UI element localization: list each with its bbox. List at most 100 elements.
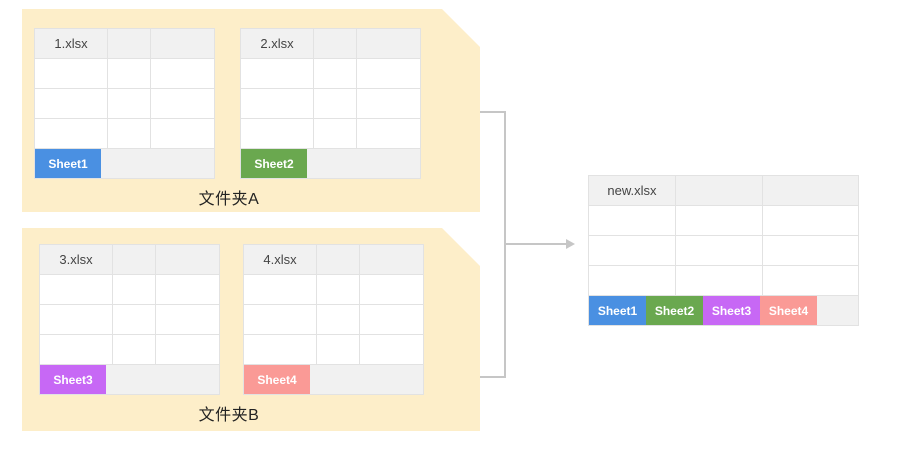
sheet-tab-bar: Sheet3: [40, 365, 219, 394]
grid-cell: [156, 245, 219, 275]
grid-cell: [241, 89, 314, 119]
grid-cell: [151, 119, 214, 149]
grid-cell: [360, 305, 423, 335]
grid-cell: [241, 119, 314, 149]
sheet-tab-sheet1[interactable]: Sheet1: [589, 296, 646, 325]
connector-to-output: [504, 243, 566, 245]
sheet-tab-bar: Sheet1 Sheet2 Sheet3 Sheet4: [589, 296, 858, 325]
grid-row: [244, 305, 423, 335]
grid-cell: [244, 275, 317, 305]
grid-row: [589, 206, 858, 236]
sheet-tab-sheet2[interactable]: Sheet2: [646, 296, 703, 325]
workbook-filename: new.xlsx: [607, 183, 657, 198]
sheet-tab-bar: Sheet4: [244, 365, 423, 394]
grid-row: [241, 89, 420, 119]
workbook-filename-cell: new.xlsx: [589, 176, 676, 206]
grid-cell: [763, 266, 858, 296]
sheet-tab-bar: Sheet1: [35, 149, 214, 178]
connector-from-folder-a: [480, 111, 506, 113]
grid-cell: [40, 305, 113, 335]
grid-cell: [763, 206, 858, 236]
grid-cell: [113, 245, 156, 275]
grid-cell: [108, 89, 151, 119]
workbook-4-xlsx[interactable]: 4.xlsx Sheet4: [243, 244, 424, 395]
grid-cell: [676, 236, 763, 266]
grid-cell: [113, 335, 156, 365]
workbook-header-row: 2.xlsx: [241, 29, 420, 59]
grid-cell: [35, 119, 108, 149]
sheet-tab-sheet1[interactable]: Sheet1: [35, 149, 101, 178]
sheet-tab-sheet4[interactable]: Sheet4: [760, 296, 817, 325]
grid-cell: [108, 119, 151, 149]
grid-cell: [676, 176, 763, 206]
grid-row: [241, 59, 420, 89]
grid-cell: [589, 236, 676, 266]
grid-row: [35, 59, 214, 89]
folder-a-label: 文件夹A: [198, 191, 260, 208]
grid-row: [35, 89, 214, 119]
grid-cell: [314, 119, 357, 149]
grid-row: [241, 119, 420, 149]
grid-cell: [151, 59, 214, 89]
grid-cell: [360, 275, 423, 305]
grid-cell: [314, 59, 357, 89]
grid-cell: [156, 275, 219, 305]
grid-cell: [241, 59, 314, 89]
grid-cell: [40, 335, 113, 365]
grid-cell: [108, 59, 151, 89]
sheet-tab-sheet2[interactable]: Sheet2: [241, 149, 307, 178]
grid-cell: [314, 89, 357, 119]
grid-cell: [357, 59, 420, 89]
workbook-filename: 1.xlsx: [54, 36, 88, 51]
grid-cell: [317, 275, 360, 305]
workbook-3-xlsx[interactable]: 3.xlsx Sheet3: [39, 244, 220, 395]
grid-cell: [244, 335, 317, 365]
folder-b-label: 文件夹B: [198, 407, 260, 424]
workbook-header-row: 4.xlsx: [244, 245, 423, 275]
grid-cell: [35, 59, 108, 89]
grid-cell: [676, 206, 763, 236]
workbook-filename: 3.xlsx: [59, 252, 93, 267]
workbook-filename-cell: 2.xlsx: [241, 29, 314, 59]
sheet-tab-sheet3[interactable]: Sheet3: [40, 365, 106, 394]
sheet-tab-sheet4[interactable]: Sheet4: [244, 365, 310, 394]
workbook-filename-cell: 3.xlsx: [40, 245, 113, 275]
workbook-filename-cell: 4.xlsx: [244, 245, 317, 275]
grid-row: [244, 335, 423, 365]
grid-cell: [763, 236, 858, 266]
grid-row: [589, 236, 858, 266]
grid-cell: [108, 29, 151, 59]
sheet-tab-sheet3[interactable]: Sheet3: [703, 296, 760, 325]
grid-cell: [357, 29, 420, 59]
grid-cell: [151, 89, 214, 119]
workbook-filename: 4.xlsx: [263, 252, 297, 267]
grid-row: [40, 335, 219, 365]
workbook-1-xlsx[interactable]: 1.xlsx Sheet1: [34, 28, 215, 179]
grid-cell: [156, 305, 219, 335]
grid-cell: [156, 335, 219, 365]
grid-row: [35, 119, 214, 149]
workbook-header-row: new.xlsx: [589, 176, 858, 206]
workbook-filename: 2.xlsx: [260, 36, 294, 51]
grid-cell: [317, 335, 360, 365]
grid-row: [244, 275, 423, 305]
workbook-filename-cell: 1.xlsx: [35, 29, 108, 59]
workbook-new-xlsx[interactable]: new.xlsx Sheet1 Sheet2 Sheet3 Sheet4: [588, 175, 859, 326]
arrow-head-icon: [566, 239, 575, 249]
connector-from-folder-b: [480, 376, 506, 378]
grid-cell: [113, 305, 156, 335]
grid-row: [40, 305, 219, 335]
grid-cell: [360, 245, 423, 275]
grid-cell: [763, 176, 858, 206]
grid-cell: [360, 335, 423, 365]
grid-cell: [317, 305, 360, 335]
grid-cell: [676, 266, 763, 296]
sheet-tab-bar: Sheet2: [241, 149, 420, 178]
grid-cell: [151, 29, 214, 59]
grid-cell: [357, 89, 420, 119]
workbook-2-xlsx[interactable]: 2.xlsx Sheet2: [240, 28, 421, 179]
grid-cell: [244, 305, 317, 335]
grid-cell: [113, 275, 156, 305]
grid-cell: [589, 206, 676, 236]
